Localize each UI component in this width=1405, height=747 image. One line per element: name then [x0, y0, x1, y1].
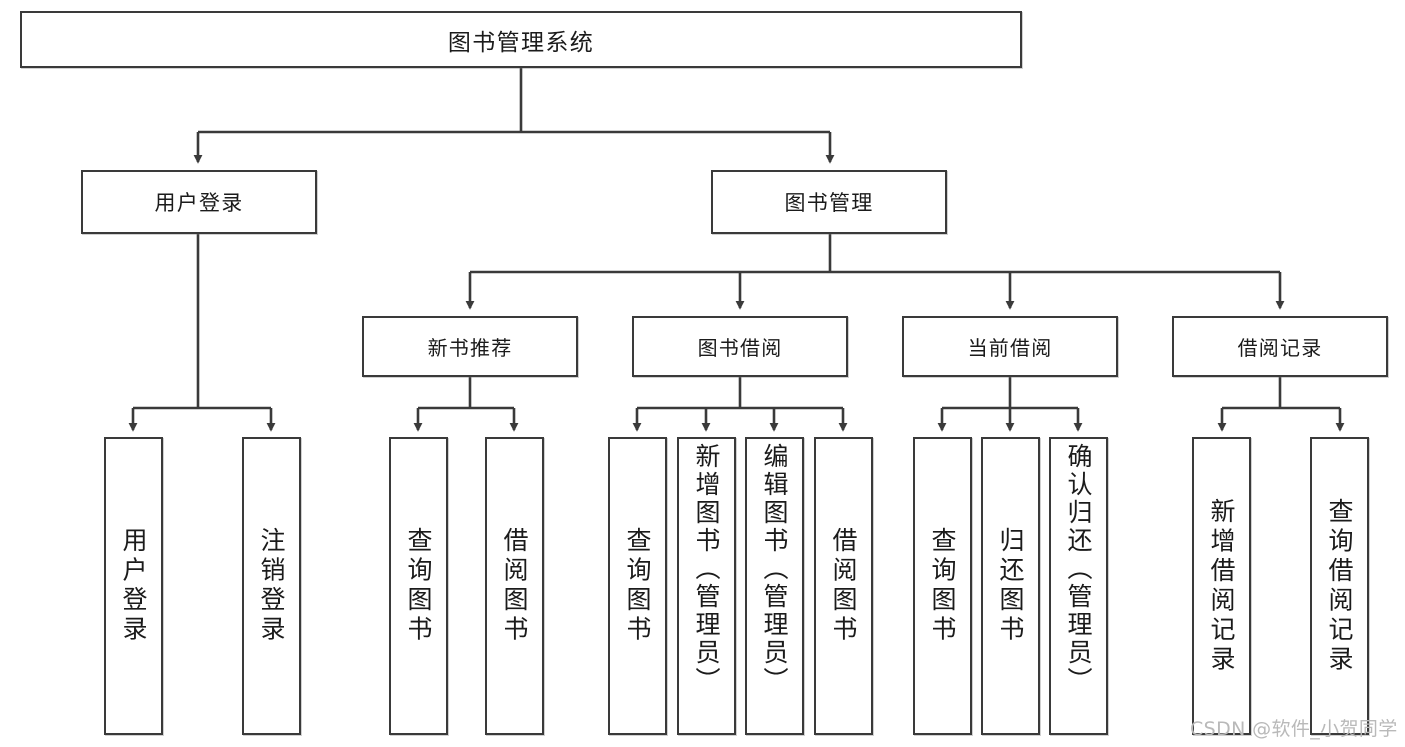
node-user-login[interactable]: 用户登录 — [81, 170, 317, 234]
csdn-watermark: CSDN @软件_小贺同学 — [1190, 718, 1398, 740]
leaf-current-borrow-return-books[interactable]: 归还图书 — [981, 437, 1040, 735]
node-label: 归还图书 — [996, 527, 1025, 645]
leaf-records-add-borrow-record[interactable]: 新增借阅记录 — [1192, 437, 1251, 735]
node-label: 查询图书 — [404, 527, 433, 645]
leaf-user-login-sign-out[interactable]: 注销登录 — [242, 437, 301, 735]
node-label: 图书管理系统 — [447, 29, 595, 56]
leaf-records-query-borrow-record[interactable]: 查询借阅记录 — [1310, 437, 1369, 735]
node-label: 编辑图书（管理员） — [760, 443, 789, 695]
leaf-book-borrow-edit-book-admin[interactable]: 编辑图书（管理员） — [745, 437, 804, 735]
node-book-borrowing[interactable]: 图书借阅 — [632, 316, 848, 377]
node-borrowing-records[interactable]: 借阅记录 — [1172, 316, 1388, 377]
leaf-user-login-sign-in[interactable]: 用户登录 — [104, 437, 163, 735]
node-current-borrowing[interactable]: 当前借阅 — [902, 316, 1118, 377]
node-root-book-management-system[interactable]: 图书管理系统 — [20, 11, 1022, 68]
node-label: 用户登录 — [119, 527, 148, 645]
leaf-book-borrow-query-books[interactable]: 查询图书 — [608, 437, 667, 735]
leaf-current-borrow-query-books[interactable]: 查询图书 — [913, 437, 972, 735]
leaf-current-borrow-confirm-return-admin[interactable]: 确认归还（管理员） — [1049, 437, 1108, 735]
leaf-book-borrow-borrow-books[interactable]: 借阅图书 — [814, 437, 873, 735]
node-label: 借阅图书 — [500, 527, 529, 645]
node-label: 新书推荐 — [427, 336, 513, 360]
node-label: 用户登录 — [154, 191, 244, 215]
node-label: 借阅图书 — [829, 527, 858, 645]
node-label: 新增图书（管理员） — [692, 443, 721, 695]
node-label: 图书借阅 — [697, 336, 783, 360]
leaf-new-book-borrow-books[interactable]: 借阅图书 — [485, 437, 544, 735]
node-label: 查询图书 — [623, 527, 652, 645]
node-label: 确认归还（管理员） — [1064, 443, 1093, 695]
node-label: 查询借阅记录 — [1325, 497, 1354, 675]
leaf-new-book-query-books[interactable]: 查询图书 — [389, 437, 448, 735]
node-label: 新增借阅记录 — [1207, 497, 1236, 675]
node-label: 图书管理 — [784, 191, 874, 215]
node-label: 借阅记录 — [1237, 336, 1323, 360]
node-label: 查询图书 — [928, 527, 957, 645]
node-label: 注销登录 — [257, 527, 286, 645]
node-new-book-recommendation[interactable]: 新书推荐 — [362, 316, 578, 377]
leaf-book-borrow-add-book-admin[interactable]: 新增图书（管理员） — [677, 437, 736, 735]
node-label: 当前借阅 — [967, 336, 1053, 360]
node-book-management[interactable]: 图书管理 — [711, 170, 947, 234]
